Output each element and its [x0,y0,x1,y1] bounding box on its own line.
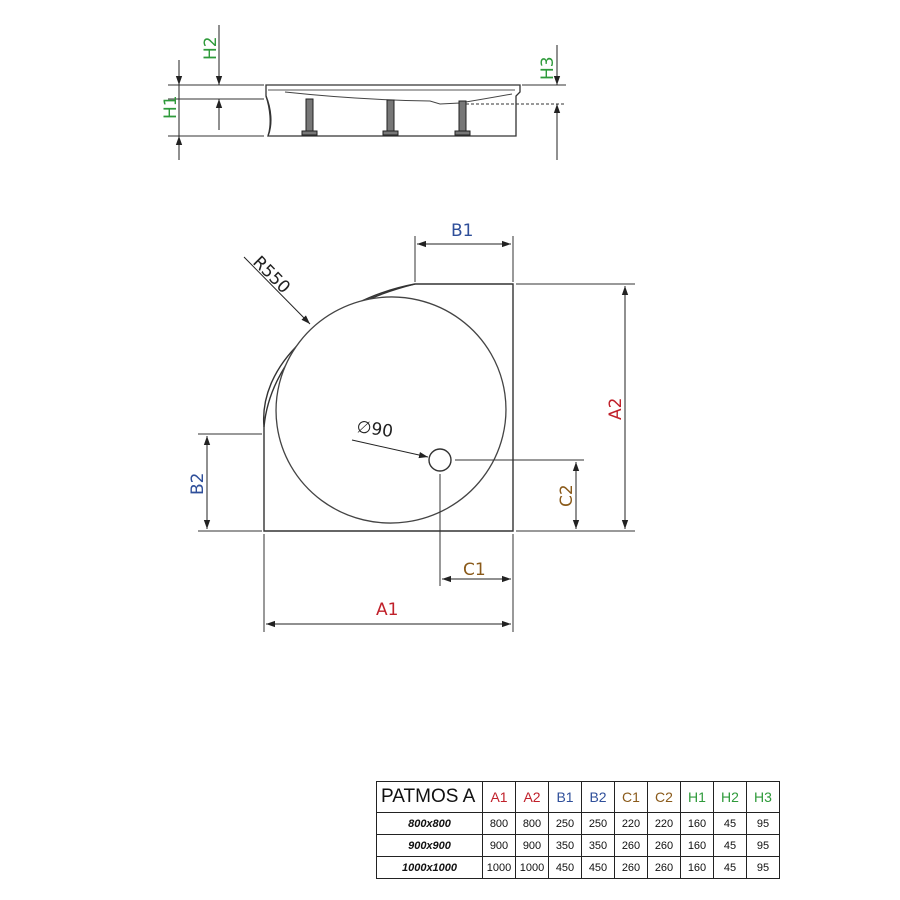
table-cell: 160 [680,812,714,835]
col-c1: C1 [614,781,648,813]
table-row: 900x900 900 900 350 350 260 260 160 45 9… [376,834,780,857]
dimensions-table: PATMOS A A1 A2 B1 B2 C1 C2 H1 H2 H3 800x… [376,781,780,879]
table-cell: 220 [614,812,648,835]
plan-view: B1 A2 C2 B2 C1 A1 R550 ∅90 [188,221,635,632]
row-size: 1000x1000 [376,856,483,879]
label-h2: H2 [201,36,221,60]
adjustable-legs [301,98,471,136]
tray-left-cut [265,95,272,137]
table-cell: 450 [581,856,615,879]
table-cell: 800 [515,812,549,835]
table-cell: 250 [581,812,615,835]
col-h2: H2 [713,781,747,813]
table-cell: 800 [482,812,516,835]
table-cell: 160 [680,834,714,857]
label-b2: B2 [188,473,208,495]
label-a2: A2 [606,398,626,420]
table-row: 1000x1000 1000 1000 450 450 260 260 160 … [376,856,780,879]
table-cell: 260 [614,834,648,857]
side-view: H1 H2 H3 [161,25,566,160]
col-a1: A1 [482,781,516,813]
label-radius: R550 [248,252,293,297]
table-cell: 95 [746,834,780,857]
row-size: 900x900 [376,834,483,857]
table-cell: 900 [515,834,549,857]
table-cell: 95 [746,856,780,879]
table-cell: 900 [482,834,516,857]
table-cell: 45 [713,834,747,857]
drain-hole [428,448,452,472]
table-cell: 250 [548,812,582,835]
table-cell: 160 [680,856,714,879]
col-h1: H1 [680,781,714,813]
label-h1: H1 [161,95,181,119]
model-name: PATMOS A [376,781,483,813]
col-h3: H3 [746,781,780,813]
label-c1: C1 [463,560,486,580]
table-cell: 1000 [482,856,516,879]
col-c2: C2 [647,781,681,813]
col-a2: A2 [515,781,549,813]
table-row: 800x800 800 800 250 250 220 220 160 45 9… [376,812,780,835]
tray-basin [284,91,513,105]
label-b1: B1 [451,221,473,241]
label-c2: C2 [557,484,577,507]
col-b2: B2 [581,781,615,813]
table-header-row: PATMOS A A1 A2 B1 B2 C1 C2 H1 H2 H3 [376,781,780,813]
table-cell: 95 [746,812,780,835]
table-cell: 45 [713,812,747,835]
label-h3: H3 [538,56,558,80]
table-cell: 45 [713,856,747,879]
table-body: 800x800 800 800 250 250 220 220 160 45 9… [376,812,780,879]
table-cell: 350 [548,834,582,857]
label-a1: A1 [376,600,398,620]
row-size: 800x800 [376,812,483,835]
col-b1: B1 [548,781,582,813]
table-cell: 260 [614,856,648,879]
table-cell: 260 [647,834,681,857]
table-cell: 220 [647,812,681,835]
table-cell: 450 [548,856,582,879]
table-cell: 260 [647,856,681,879]
table-cell: 1000 [515,856,549,879]
table-cell: 350 [581,834,615,857]
